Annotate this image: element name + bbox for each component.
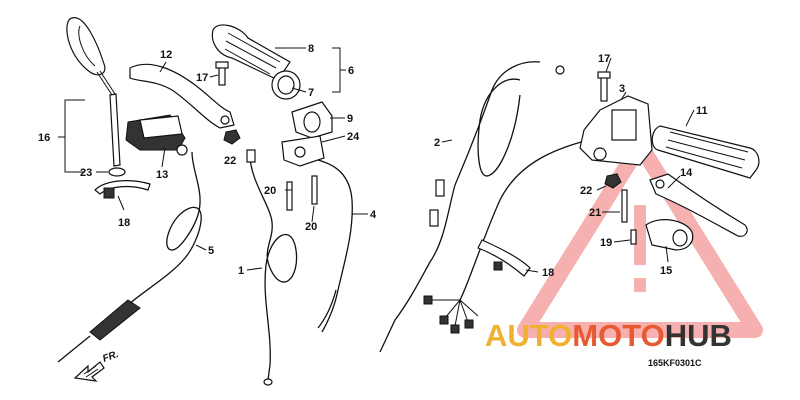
callout-6: 6 [348,65,354,77]
watermark-part2: MOTO [572,318,664,353]
leader-lines [58,47,695,273]
callout-9: 9 [347,113,353,125]
watermark-part3: HUB [665,318,732,353]
throttle-grip-8 [211,24,301,100]
bolt-21 [621,189,628,223]
callout-2: 2 [434,137,440,149]
nut-22-left [223,129,241,145]
callout-17-left: 17 [196,72,208,84]
callout-21: 21 [589,207,601,219]
right-grip-11 [651,125,760,179]
callout-22-left: 22 [224,155,236,167]
brake-lever-14 [649,173,748,237]
callout-18-right: 18 [542,267,554,279]
clutch-cable-5 [57,151,202,363]
svg-text:AUTOMOTOHUB: AUTOMOTOHUB [485,318,732,353]
band-18-right [477,239,531,277]
clutch-lever-12 [129,63,235,129]
watermark-text: AUTOMOTOHUB [485,318,732,353]
callout-23: 23 [80,167,92,179]
throttle-cable-4 [317,159,353,333]
callout-labels: 8 6 7 12 17 16 23 18 13 22 9 24 20 20 5 … [38,43,708,279]
callout-15: 15 [660,265,672,277]
callout-1: 1 [238,265,244,277]
callout-19: 19 [600,237,612,249]
callout-22-right: 22 [580,185,592,197]
bolt-19 [630,229,637,245]
callout-11: 11 [696,105,708,117]
callout-7: 7 [308,87,314,99]
throttle-housing-lower-24 [281,135,325,167]
callout-4: 4 [370,209,377,221]
callout-8: 8 [308,43,314,55]
mirror-assembly [66,17,126,177]
callout-3: 3 [619,83,625,95]
front-direction-arrow-icon [73,361,105,382]
throttle-cable-1 [246,149,298,386]
choke-cable-2 [379,61,565,353]
callout-13: 13 [156,169,168,181]
callout-17-right: 17 [598,53,610,65]
callout-18-left: 18 [118,217,130,229]
callout-14: 14 [680,167,693,179]
callout-24: 24 [347,131,360,143]
direction-label: FR. [101,349,120,365]
wire-harness [423,139,589,334]
band-18-left [94,180,151,199]
mirror-bracket-13 [125,114,188,156]
diagram-code: 165KF0301C [648,358,702,368]
callout-12: 12 [160,49,172,61]
screws-20 [286,175,318,211]
throttle-housing-upper-9 [291,101,333,139]
bolt-17-left [215,61,229,86]
callout-16: 16 [38,132,50,144]
watermark-triangle [517,137,763,338]
lever-holder-15 [645,219,694,251]
callout-5: 5 [208,245,214,257]
callout-20-b: 20 [305,221,317,233]
callout-20-a: 20 [264,185,276,197]
watermark-part1: AUTO [485,318,572,353]
nut-22-right [604,173,622,189]
bolt-17-right [597,71,611,102]
switch-housing-3 [579,95,653,166]
